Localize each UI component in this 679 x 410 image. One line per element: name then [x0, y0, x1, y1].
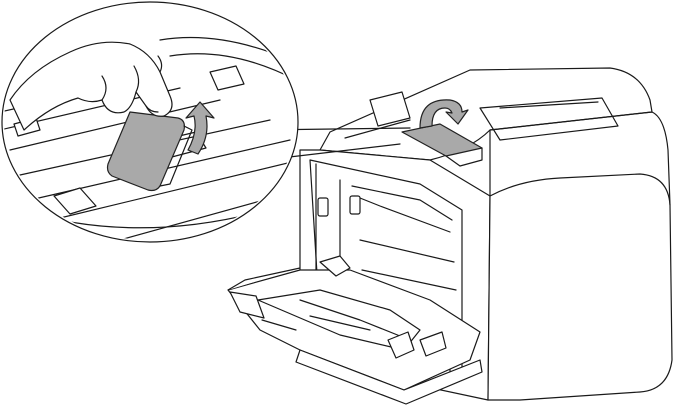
pull-arrow-icon [419, 99, 469, 129]
lift-arrow-icon [185, 101, 215, 155]
multipurpose-tray[interactable] [227, 255, 483, 405]
magnified-stopper-flap[interactable] [106, 111, 193, 192]
magnified-detail [1, 1, 411, 243]
paper-stopper-flap[interactable] [369, 91, 483, 167]
hand [9, 41, 173, 131]
